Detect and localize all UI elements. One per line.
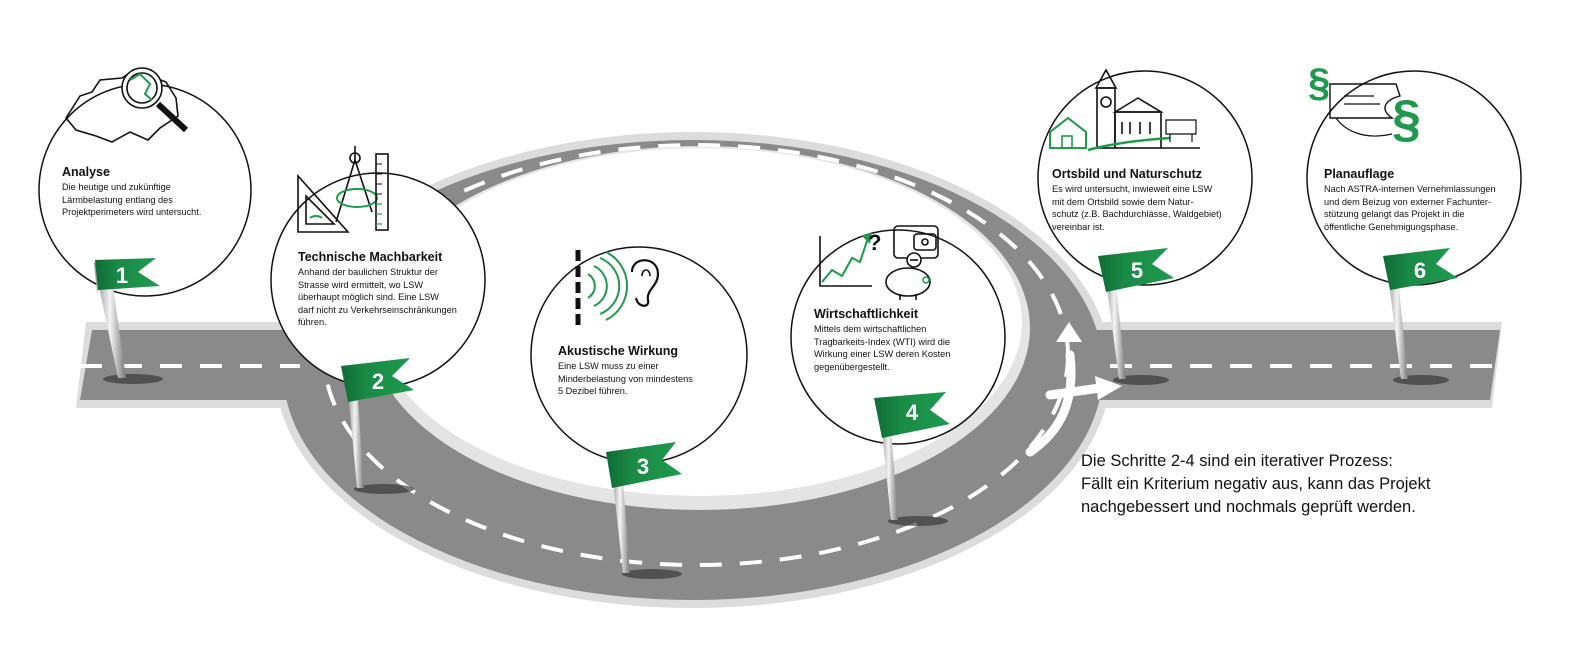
flag-6: 6 [1383, 248, 1458, 385]
step-2-description: Anhand der baulichen Struktur der Strass… [298, 267, 457, 328]
step-circles [38, 70, 1522, 464]
step-1-description: Die heutige und zukünftige Lärmbelastung… [62, 182, 202, 218]
step-5-circle [1037, 70, 1253, 286]
step-6-title: Planauflage [1324, 167, 1395, 181]
village-nature-icon [1049, 68, 1200, 152]
flag-5-number: 5 [1131, 258, 1143, 283]
svg-text:§: § [1308, 61, 1330, 105]
step-5-description: Es wird untersucht, inwieweit eine LSW m… [1052, 184, 1222, 232]
step-4-description: Mittels dem wirtschaftlichen Tragbarkeit… [814, 324, 951, 372]
flag-2: 2 [341, 358, 414, 494]
flag-2-number: 2 [372, 369, 384, 394]
step-2-title: Technische Machbarkeit [298, 250, 443, 264]
exit-arrow-head [1095, 376, 1122, 400]
flag-4-number: 4 [906, 400, 919, 425]
flag-1-number: 1 [116, 263, 128, 288]
svg-text:?: ? [868, 230, 881, 255]
flag-5: 5 [1098, 248, 1174, 385]
loop-arrow-up [1025, 350, 1076, 457]
switzerland-map-magnifier-icon [65, 67, 189, 143]
economics-icon: ? [819, 225, 939, 300]
step-4-circle [790, 229, 1006, 445]
flag-1: 1 [94, 258, 163, 384]
flag-6-number: 6 [1414, 258, 1426, 283]
iterative-process-note: Die Schritte 2-4 sind ein iterativer Pro… [1081, 452, 1431, 516]
step-3-description: Eine LSW muss zu einer Minderbelastung v… [558, 361, 693, 397]
step-5-title: Ortsbild und Naturschutz [1052, 167, 1202, 181]
flag-3-number: 3 [637, 454, 649, 479]
step-6-description: Nach ASTRA-internen Vernehmlassungen und… [1324, 184, 1496, 232]
flag-3: 3 [606, 442, 682, 579]
paragraph-document-icon: § § [1308, 61, 1421, 148]
loop-arrow-up-head [1056, 322, 1082, 342]
flag-4: 4 [874, 392, 950, 526]
road [76, 132, 1502, 608]
step-1-title: Analyse [62, 165, 110, 179]
step-3-title: Akustische Wirkung [558, 344, 679, 358]
step-4-title: Wirtschaftlichkeit [814, 307, 919, 321]
svg-text:§: § [1392, 90, 1421, 148]
drafting-tools-icon [297, 146, 389, 233]
exit-arrow [1045, 383, 1105, 400]
noise-wall-ear-icon [575, 250, 660, 328]
